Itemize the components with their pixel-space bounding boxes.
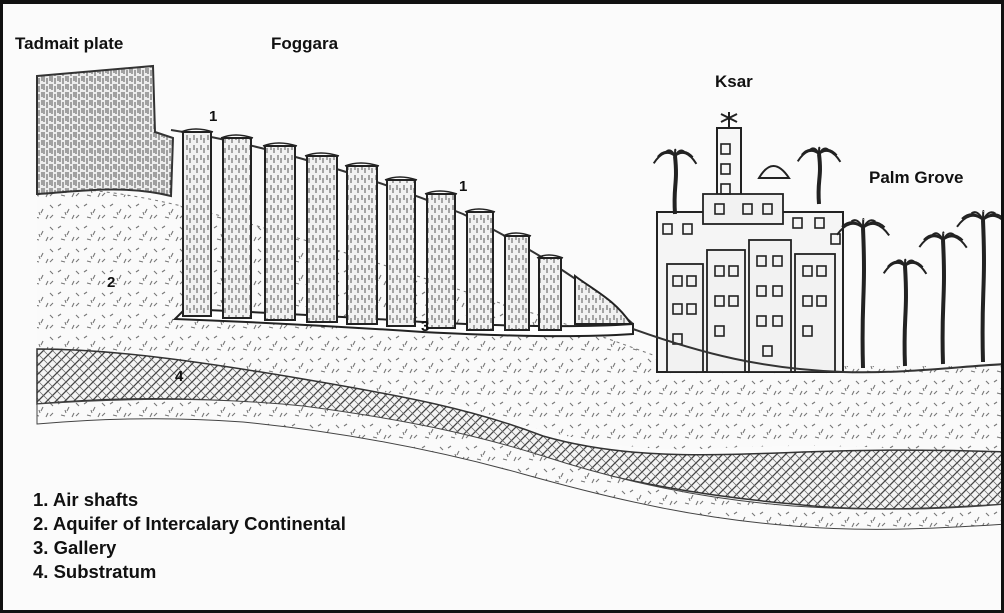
legend-item-aquifer: 2. Aquifer of Intercalary Continental [33,512,346,536]
air-shafts [181,129,631,330]
foggara-label: Foggara [271,34,338,54]
air-shaft [537,255,563,330]
air-shaft [385,177,417,326]
air-shaft [575,276,631,324]
air-shaft [425,191,457,328]
air-shaft [465,209,495,330]
gallery-marker-3: 3 [421,318,429,335]
legend-item-substratum: 4. Substratum [33,560,346,584]
tadmait-plate-cliff [37,66,173,196]
air-shaft [221,135,253,318]
air-shaft-marker-1b: 1 [459,178,467,195]
legend-item-air-shafts: 1. Air shafts [33,488,346,512]
palm-tree [654,150,697,214]
legend: 1. Air shafts 2. Aquifer of Intercalary … [33,488,346,584]
air-shaft [263,143,297,320]
ksar-label: Ksar [715,72,753,92]
tadmait-plate-label: Tadmait plate [15,34,123,54]
air-shaft [345,163,379,324]
air-shaft-marker-1a: 1 [209,108,217,125]
air-shaft [503,233,531,330]
substratum-marker-4: 4 [175,368,183,385]
palm-tree [957,211,1004,362]
palm-grove-label: Palm Grove [869,168,964,188]
palm-tree [837,219,889,368]
air-shaft [181,129,213,316]
palm-tree [919,232,966,364]
air-shaft [305,153,339,322]
aquifer-marker-2: 2 [107,274,115,291]
palm-tree [884,260,927,366]
palm-tree [798,148,841,204]
legend-item-gallery: 3. Gallery [33,536,346,560]
